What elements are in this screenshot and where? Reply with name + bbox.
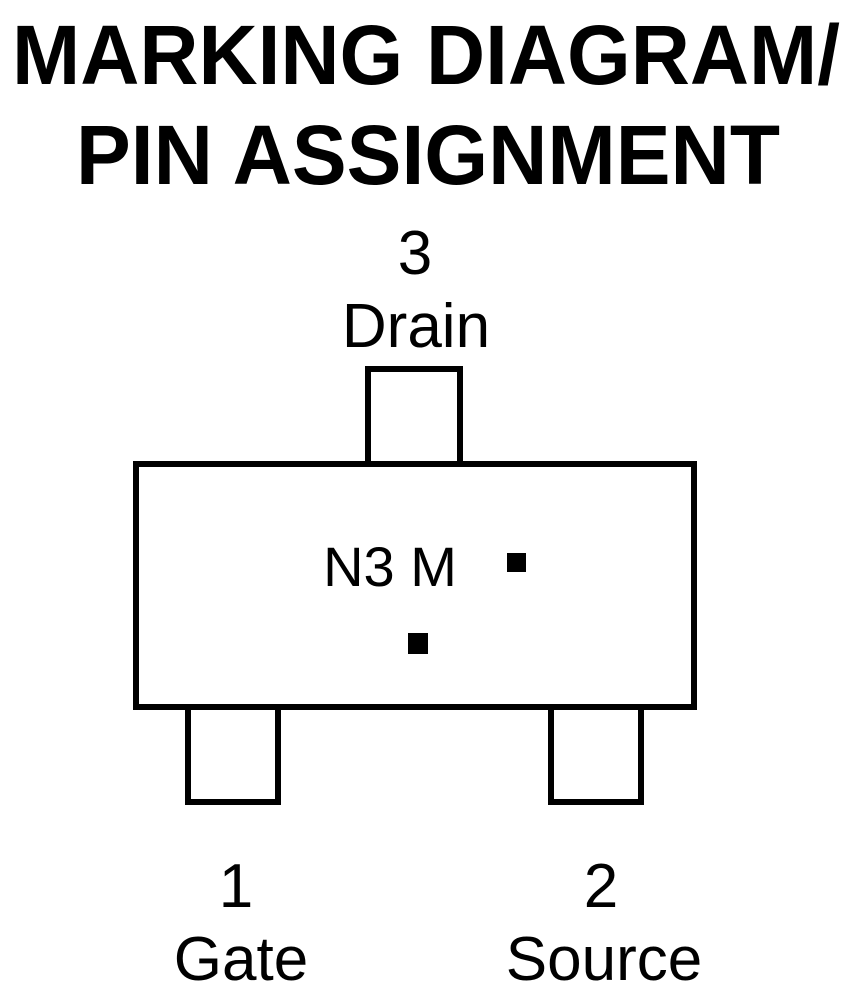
pin-1-gate-lead bbox=[185, 703, 281, 805]
pin-1-number: 1 bbox=[219, 852, 253, 921]
pin-3-drain-lead bbox=[365, 366, 463, 468]
pin-2-number: 2 bbox=[584, 852, 618, 921]
pin-1-name: Gate bbox=[174, 925, 308, 994]
pin-2-source-lead bbox=[548, 703, 644, 805]
package-body bbox=[133, 461, 697, 710]
device-marking: N3 M bbox=[323, 535, 457, 598]
pin-3-number: 3 bbox=[398, 219, 432, 288]
date-code-dot bbox=[507, 553, 526, 572]
title-line-2: PIN ASSIGNMENT bbox=[76, 108, 780, 202]
title-line-1: MARKING DIAGRAM/ bbox=[12, 8, 840, 102]
pin-3-name: Drain bbox=[342, 292, 490, 361]
pb-free-dot bbox=[408, 633, 428, 654]
pin-2-name: Source bbox=[506, 925, 702, 994]
